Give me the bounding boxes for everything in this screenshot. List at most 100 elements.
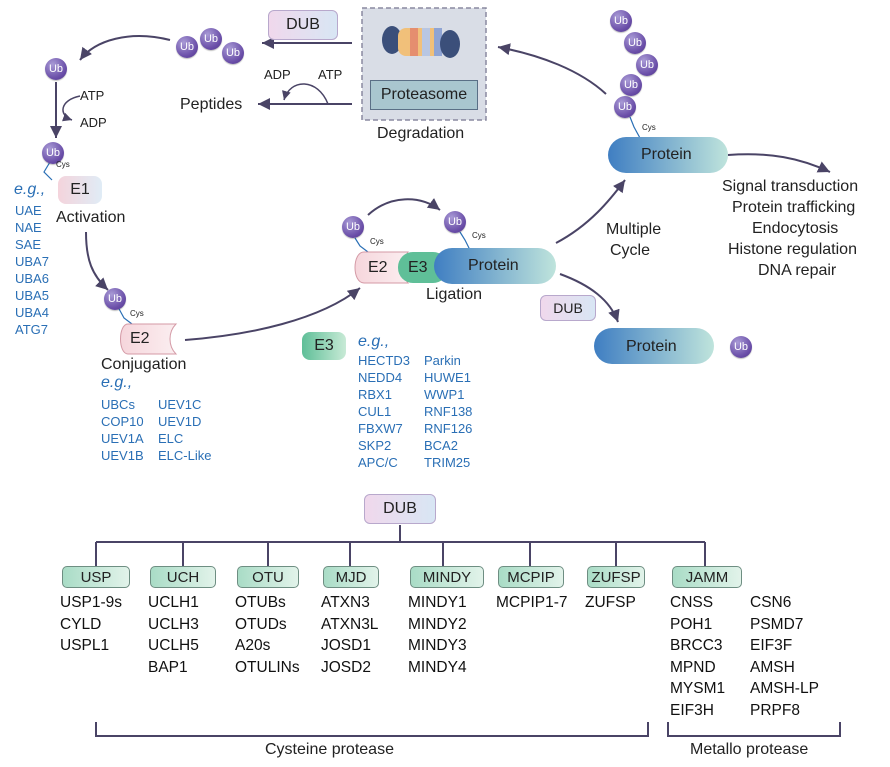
- outcome-protein-trafficking: Protein trafficking: [732, 199, 856, 216]
- dub-member: EIF3H: [670, 701, 714, 719]
- dub-family-zufsp: ZUFSP: [587, 566, 645, 588]
- atp-label-top: ATP: [318, 67, 343, 82]
- e1-eg-label: e.g.,: [14, 181, 46, 198]
- ub-released: Ub: [730, 336, 752, 358]
- conjugation-label: Conjugation: [101, 356, 187, 373]
- dub-box-top: DUB: [268, 10, 338, 40]
- dub-member: USPL1: [60, 637, 110, 654]
- ub-ligation-e2: Ub: [342, 216, 364, 238]
- dub-member: OTUDs: [235, 615, 287, 633]
- cys-label-ligation-protein: Cys: [472, 231, 486, 240]
- metallo-protease-label: Metallo protease: [690, 741, 809, 758]
- e1-member: UBA4: [15, 305, 49, 320]
- e2-member: UEV1A: [101, 431, 144, 446]
- ub-chain-2: Ub: [200, 28, 222, 50]
- dub-member: CNSS: [670, 594, 714, 611]
- dub-box-right: DUB: [540, 295, 596, 321]
- cys-linker-protein-chain: [629, 116, 641, 139]
- e2-member: UEV1C: [158, 397, 202, 412]
- outcome-dna-repair: DNA repair: [758, 262, 837, 279]
- dub-tree-root: DUB: [364, 494, 436, 524]
- dub-member: UCLH5: [148, 637, 199, 654]
- ub-chain-1: Ub: [176, 36, 198, 58]
- e3-member: RBX1: [358, 387, 392, 402]
- e3-member: TRIM25: [424, 455, 471, 470]
- e3-member: FBXW7: [358, 421, 403, 436]
- e3-member: CUL1: [358, 404, 392, 419]
- arrow-e2-to-ligation: [184, 287, 361, 341]
- e3-member: SKP2: [358, 438, 392, 453]
- protein-pill-top: [608, 137, 728, 173]
- dub-member: MINDY4: [408, 658, 467, 676]
- ub-chain-3: Ub: [222, 42, 244, 64]
- dub-member: POH1: [670, 615, 713, 633]
- ub-poly-2: Ub: [620, 74, 642, 96]
- dub-member: AMSH: [750, 658, 795, 676]
- adp-label-left: ADP: [80, 115, 107, 130]
- e2-member: UBCs: [101, 397, 135, 412]
- e2-eg-label: e.g.,: [101, 374, 133, 391]
- protein-deub-label: Protein: [626, 338, 677, 355]
- ub-poly-5: Ub: [610, 10, 632, 32]
- dub-member: MINDY2: [408, 615, 467, 633]
- e1-member: SAE: [15, 237, 42, 252]
- cys-label-ligation-e2: Cys: [370, 237, 384, 246]
- dub-member: MINDY1: [408, 594, 467, 611]
- arrow-ub-transfer: [367, 198, 441, 216]
- e1-member: UBA5: [15, 288, 49, 303]
- adp-label-top: ADP: [264, 67, 291, 82]
- cysteine-protease-label: Cysteine protease: [265, 741, 394, 758]
- dub-member: AMSH-LP: [750, 680, 819, 697]
- e2-member: UEV1D: [158, 414, 202, 429]
- ub-poly-4: Ub: [624, 32, 646, 54]
- dub-member: MCPIP1-7: [496, 594, 568, 611]
- degradation-label: Degradation: [377, 125, 465, 142]
- e1-member: NAE: [15, 220, 42, 235]
- e3-member: WWP1: [424, 387, 465, 402]
- dub-member: OTULINs: [235, 658, 300, 676]
- dub-member: PSMD7: [750, 615, 804, 633]
- dub-member: USP1-9s: [60, 594, 123, 611]
- dub-member: MINDY3: [408, 637, 467, 654]
- dub-member: OTUBs: [235, 594, 286, 611]
- protein-pill-deub: [594, 328, 714, 364]
- e3-member: RNF126: [424, 421, 473, 436]
- dub-member: BRCC3: [670, 637, 723, 654]
- e2-member: ELC: [158, 431, 184, 446]
- dub-member: ATXN3: [321, 594, 370, 611]
- e3-eg-label: e.g.,: [358, 333, 390, 350]
- multiple-label: Multiple: [606, 221, 662, 238]
- outcome-signal-transduction: Signal transduction: [722, 178, 859, 195]
- dub-family-mcpip: MCPIP: [498, 566, 564, 588]
- ub-ligation-protein: Ub: [444, 211, 466, 233]
- dub-family-uch: UCH: [150, 566, 216, 588]
- e3-member: NEDD4: [358, 370, 403, 385]
- dub-member: A20s: [235, 637, 271, 654]
- metallo-bracket: [667, 722, 841, 737]
- e2-member: COP10: [101, 414, 144, 429]
- e2-member: UEV1B: [101, 448, 144, 463]
- dub-family-members: MCPIP1-7: [496, 592, 568, 614]
- cys-linker-ligation-e2: [354, 237, 369, 253]
- e1-member: UBA6: [15, 271, 49, 286]
- dub-family-members: ZUFSP: [585, 592, 636, 614]
- ligation-e3-label: E3: [408, 259, 428, 276]
- dub-member: CYLD: [60, 615, 102, 633]
- e3-member: APC/C: [358, 455, 398, 470]
- e3-box: E3: [302, 332, 346, 360]
- e3-member: Parkin: [424, 353, 461, 368]
- dub-member: MPND: [670, 658, 716, 676]
- outcome-endocytosis: Endocytosis: [752, 220, 839, 237]
- dub-member: ATXN3L: [321, 615, 379, 633]
- arrow-ligation-to-dub-protein: [559, 273, 620, 323]
- dub-family-mindy: MINDY: [410, 566, 484, 588]
- ligation-protein-label: Protein: [468, 257, 519, 274]
